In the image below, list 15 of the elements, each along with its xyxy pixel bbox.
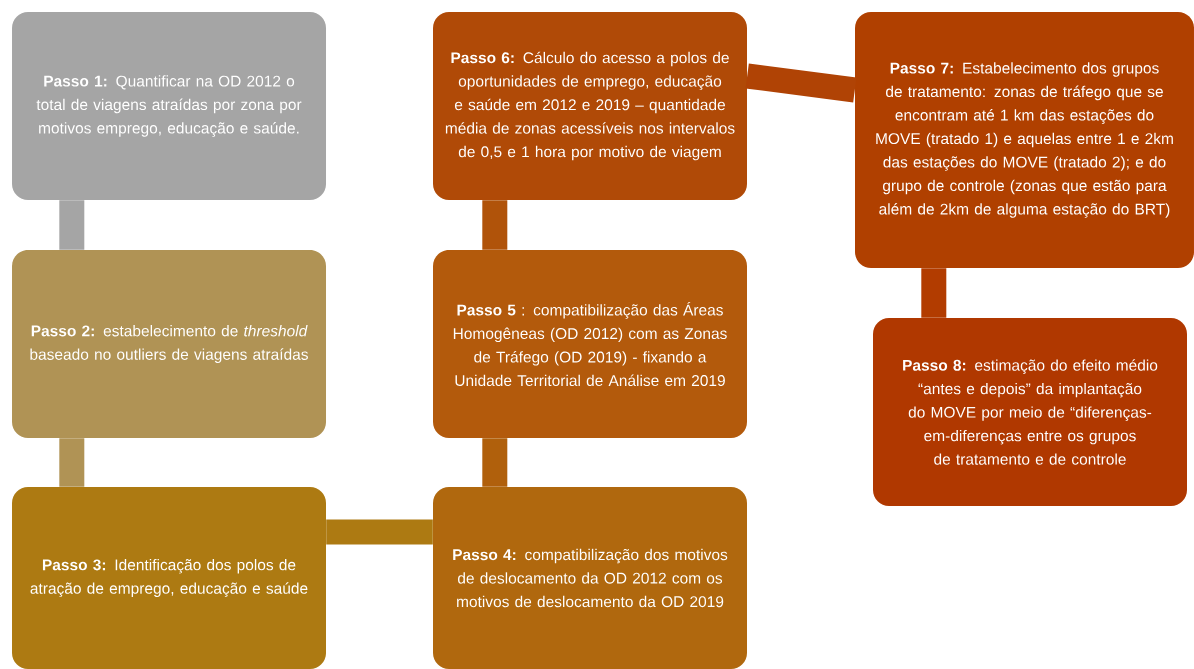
step-box: Passo 6: Cálculo do acesso a polos de oportunidades de emprego, educação e saúde em 2012 e 2019 – quantidade média de zonas acessíveis nos intervalos de 0,5 e 1 hora por motivo de viagem bbox=[433, 12, 747, 200]
step-box: Passo 1: Quantificar na OD 2012 o total de viagens atraídas por zona por motivos emprego, educação e saúde. bbox=[12, 12, 326, 200]
step-box: Passo 8: estimação do efeito médio “antes e depois” da implantação do MOVE por meio de “diferenças-em-diferenças entre os grupos de tratamento e de controle bbox=[873, 318, 1187, 506]
connector-bar bbox=[482, 438, 508, 487]
step-box: Passo 7: Estabelecimento dos grupos de tratamento: zonas de tráfego que se encontram até 1 km das estações do MOVE (tratado 1) e aquelas entre 1 e 2km das estações do MOVE (tratado 2); e do grupo de controle (zonas que estão para além de 2km de alguma estação do BRT) bbox=[855, 12, 1194, 268]
connector-bar bbox=[482, 200, 508, 250]
connector-bar bbox=[921, 268, 947, 318]
step-box: Passo 5 : compatibilização das Áreas Homogêneas (OD 2012) com as Zonas de Tráfego (OD 2019) - fixando a Unidade Territorial de Análise em 2019 bbox=[433, 250, 747, 438]
step-box: Passo 3: Identificação dos polos de atração de emprego, educação e saúde bbox=[12, 487, 326, 669]
connector-bar bbox=[745, 63, 857, 103]
connector-bar bbox=[59, 200, 85, 250]
step-box: Passo 4: compatibilização dos motivos de deslocamento da OD 2012 com os motivos de deslocamento da OD 2019 bbox=[433, 487, 747, 669]
connector-bar bbox=[326, 519, 433, 545]
step-box: Passo 2: estabelecimento de threshold baseado no outliers de viagens atraídas bbox=[12, 250, 326, 438]
connector-bar bbox=[59, 438, 85, 487]
